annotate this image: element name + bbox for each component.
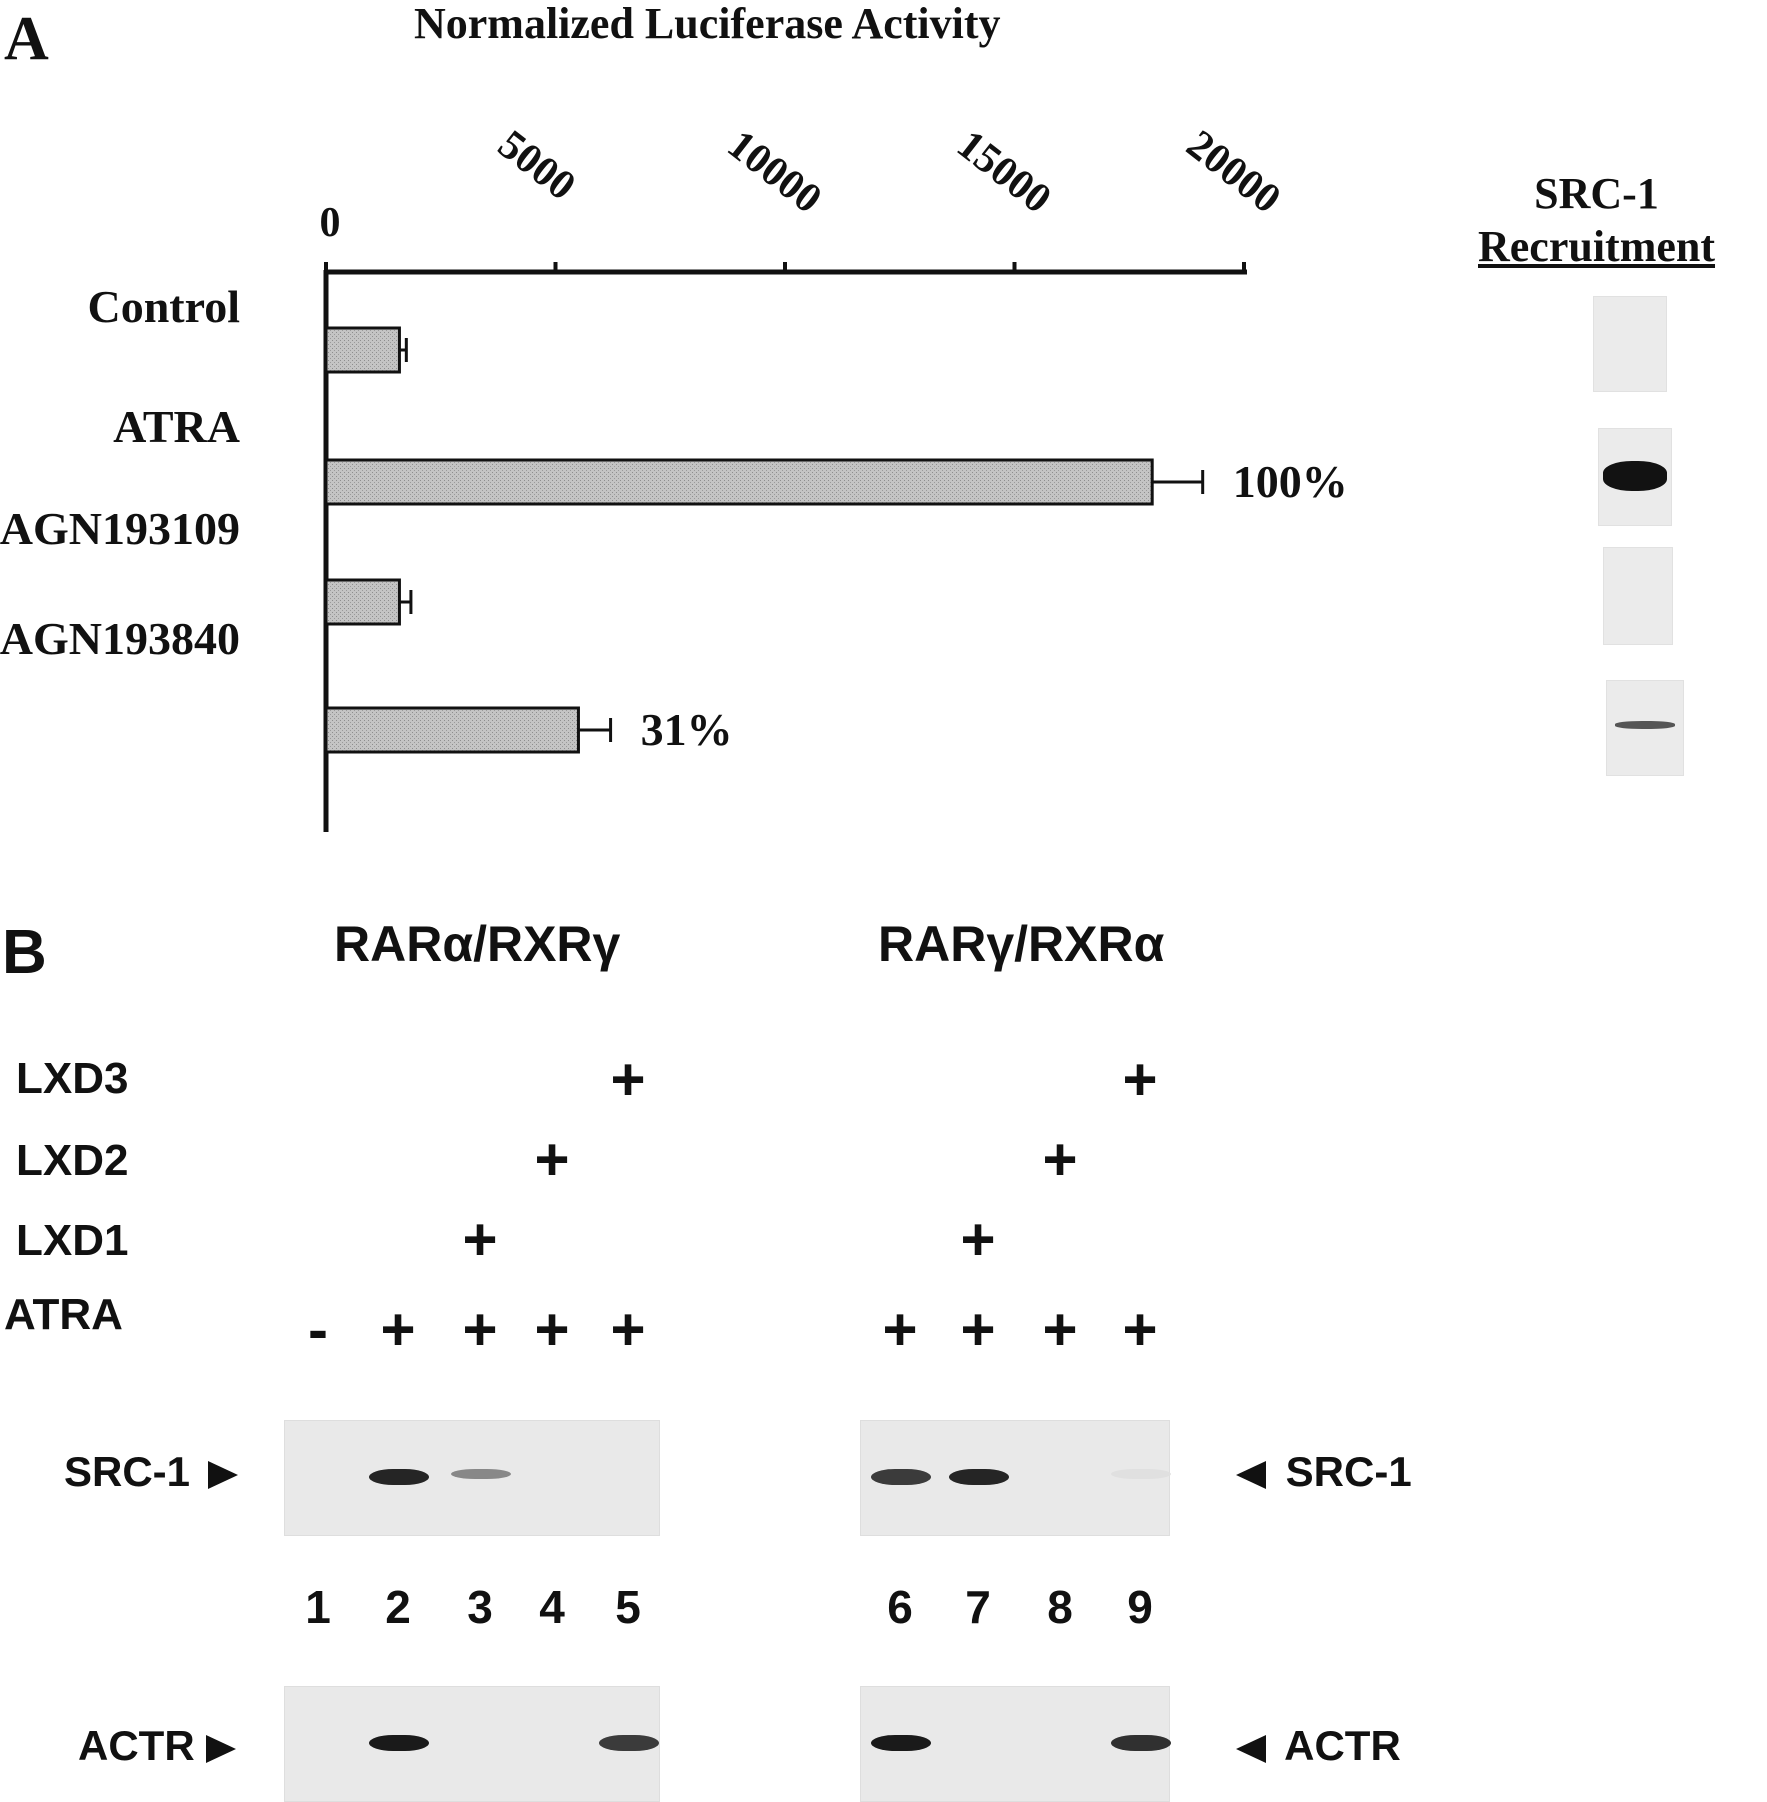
lane-number: 1	[305, 1581, 331, 1633]
actr-right-label: ACTR	[1236, 1722, 1401, 1770]
recruitment-title-line1: SRC-1	[1534, 169, 1659, 218]
luciferase-bar-chart: 0 5000 10000 15000 20000 100% 31%	[320, 122, 1348, 832]
plus-sign: +	[462, 1296, 498, 1363]
blot-band	[369, 1469, 429, 1485]
actr-left-text: ACTR	[78, 1722, 195, 1769]
lane-number: 2	[385, 1581, 411, 1633]
recruitment-band-agn193840	[1615, 721, 1675, 729]
plus-sign: +	[1042, 1126, 1078, 1193]
bar-agn193840	[324, 706, 580, 754]
recruitment-strip-atra	[1598, 428, 1672, 526]
panel-a-letter: A	[4, 5, 49, 73]
row-label-atra: ATRA	[4, 1290, 123, 1339]
actr-right-text: ACTR	[1284, 1722, 1401, 1769]
x-tick-label: 20000	[1178, 122, 1289, 223]
src1-blot-right	[860, 1420, 1171, 1536]
plus-sign: +	[960, 1296, 996, 1363]
plus-sign: +	[1042, 1296, 1078, 1363]
category-label-atra: ATRA	[113, 401, 240, 452]
lane-number: 9	[1127, 1581, 1153, 1633]
x-tick-label: 10000	[719, 122, 830, 223]
blot-band	[1111, 1735, 1171, 1751]
plus-sign: +	[380, 1296, 416, 1363]
plus-sign: +	[960, 1206, 996, 1273]
bar-atra	[324, 458, 1154, 506]
arrow-right-icon	[207, 1460, 238, 1489]
bar-agn193109	[324, 578, 401, 626]
row-label-lxd3: LXD3	[16, 1054, 129, 1103]
lane-number: 5	[615, 1581, 641, 1633]
x-tick-label: 15000	[948, 122, 1059, 223]
lane-number: 3	[467, 1581, 493, 1633]
minus-sign: -	[308, 1296, 328, 1363]
blot-band	[871, 1735, 931, 1751]
group2-title: RARγ/RXRα	[878, 916, 1165, 972]
actr-left-label: ACTR	[78, 1722, 237, 1770]
plus-sign: +	[534, 1126, 570, 1193]
blot-band	[599, 1735, 659, 1751]
bar-annotation: 31%	[641, 704, 733, 755]
recruitment-band-atra	[1603, 461, 1667, 491]
recruitment-strip-agn193840	[1606, 680, 1684, 776]
src1-left-text: SRC-1	[64, 1448, 191, 1495]
recruitment-strip-control	[1593, 296, 1667, 392]
actr-blot-left	[284, 1686, 660, 1802]
src1-blot-left	[284, 1420, 660, 1536]
blot-band	[949, 1469, 1009, 1485]
blot-band	[871, 1469, 931, 1485]
category-label-agn193109: AGN193109	[0, 503, 240, 554]
blot-band	[451, 1469, 511, 1479]
category-label-control: Control	[87, 281, 241, 332]
src1-right-text: SRC-1	[1285, 1448, 1412, 1495]
blot-band	[369, 1735, 429, 1751]
arrow-left-icon	[1236, 1734, 1266, 1763]
chart-title: Normalized Luciferase Activity	[414, 0, 1001, 48]
plus-sign: +	[462, 1206, 498, 1273]
plus-sign: +	[1122, 1296, 1158, 1363]
x-tick-label: 0	[320, 200, 341, 246]
bar-control	[324, 326, 401, 374]
arrow-left-icon	[1236, 1460, 1266, 1489]
row-label-lxd1: LXD1	[16, 1216, 129, 1265]
lane-number: 6	[887, 1581, 913, 1633]
src1-left-label: SRC-1	[64, 1448, 238, 1496]
recruitment-strip-agn193109	[1603, 547, 1673, 645]
plus-sign: +	[1122, 1046, 1158, 1113]
group1-title: RARα/RXRγ	[334, 916, 621, 972]
plus-sign: +	[882, 1296, 918, 1363]
lane-number: 4	[539, 1581, 565, 1633]
bar-annotation: 100%	[1233, 456, 1348, 507]
row-label-lxd2: LXD2	[16, 1136, 129, 1185]
plus-sign: +	[534, 1296, 570, 1363]
plus-sign: +	[610, 1296, 646, 1363]
actr-blot-right	[860, 1686, 1171, 1802]
recruitment-title: SRC-1 Recruitment	[1478, 168, 1715, 274]
category-label-agn193840: AGN193840	[0, 613, 240, 664]
lane-number: 8	[1047, 1581, 1073, 1633]
panel-b-letter: B	[2, 918, 47, 987]
lane-number: 7	[965, 1581, 991, 1633]
arrow-right-icon	[206, 1734, 237, 1763]
recruitment-title-line2: Recruitment	[1478, 221, 1716, 271]
x-tick-label: 5000	[489, 122, 584, 210]
src1-right-label: SRC-1	[1236, 1448, 1412, 1496]
plus-sign: +	[610, 1046, 646, 1113]
blot-band	[1111, 1469, 1171, 1479]
